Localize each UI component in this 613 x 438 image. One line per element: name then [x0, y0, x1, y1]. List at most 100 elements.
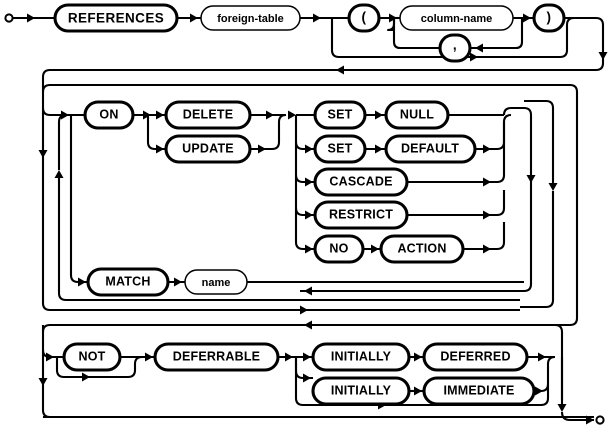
line-bypass-join-up	[559, 49, 569, 59]
arrow-icon	[375, 144, 383, 154]
terminal-cascade-label: CASCADE	[329, 174, 392, 188]
arrow-icon	[266, 110, 274, 120]
arrow-icon	[82, 372, 90, 382]
terminal-rparen-label: )	[547, 10, 552, 25]
terminal-comma-label: ,	[453, 38, 457, 53]
arrow-icon	[300, 305, 308, 315]
arrow-icon	[598, 52, 608, 60]
line-wrap-left-down	[41, 68, 332, 85]
line-paren-group-bypass	[330, 18, 560, 59]
arrow-icon	[526, 175, 536, 183]
terminal-lparen-label: (	[362, 10, 367, 25]
terminal-initially2-label: INITIALLY	[331, 383, 392, 397]
arrow-icon	[258, 144, 266, 154]
terminal-initially1-label: INITIALLY	[331, 349, 392, 363]
arrow-icon	[483, 244, 491, 254]
terminal-restrict-label: RESTRICT	[329, 207, 393, 221]
line-to-set-default	[294, 141, 315, 151]
arrow-icon	[523, 13, 531, 23]
line-block2-entry-to-on	[41, 107, 85, 117]
line-on-group-exit	[300, 106, 533, 293]
row-references: REFERENCES foreign-table ( column-name	[4, 3, 608, 85]
block-deferrable: NOT DEFERRABLE INITIALLY DEFERRED	[38, 323, 605, 425]
arrow-icon	[156, 110, 164, 120]
terminal-no-label: NO	[329, 241, 348, 255]
line-initially-bypass	[294, 357, 498, 407]
nonterminal-foreign-table-label: foreign-table	[217, 13, 284, 25]
arrow-icon	[190, 13, 198, 23]
line-not-bypass	[55, 355, 143, 379]
arrow-icon	[483, 144, 491, 154]
arrow-icon	[305, 177, 313, 187]
line-block2-outer-bottom	[41, 85, 520, 312]
terminal-set2-label: SET	[328, 141, 353, 155]
arrow-icon	[46, 352, 54, 362]
arrow-icon	[475, 43, 483, 53]
terminal-delete-label: DELETE	[183, 107, 234, 121]
line-block2-loopback-bottom	[57, 178, 520, 302]
arrow-icon	[304, 286, 312, 296]
line-immediate-merge	[534, 355, 556, 393]
terminal-immediate-label: IMMEDIATE	[443, 383, 514, 397]
arrow-icon	[305, 210, 313, 220]
terminal-action-label: ACTION	[397, 241, 446, 255]
arrow-icon	[303, 373, 311, 383]
arrow-icon	[285, 352, 293, 362]
line-to-cascade	[294, 174, 315, 184]
line-loop-left-down-2	[392, 18, 440, 50]
terminal-update-label: UPDATE	[182, 141, 234, 155]
line-block2-repeat-top	[524, 99, 555, 109]
arrow-icon	[371, 244, 379, 254]
arrow-icon	[288, 110, 296, 120]
line-final-exit	[560, 411, 594, 422]
line-loop-right-down	[470, 18, 524, 50]
arrow-icon	[548, 183, 558, 191]
terminal-set1-label: SET	[328, 107, 353, 121]
line-bypass-join-up-2	[565, 16, 575, 50]
terminal-deferred-label: DEFERRED	[440, 349, 510, 363]
arrow-icon	[156, 144, 164, 154]
arrow-icon	[305, 144, 313, 154]
arrow-icon	[313, 13, 321, 23]
terminal-not-label: NOT	[79, 349, 106, 363]
nonterminal-name-label: name	[202, 277, 231, 289]
arrow-icon	[483, 177, 491, 187]
arrow-icon	[483, 210, 491, 220]
line-update-merge	[250, 113, 287, 151]
line-block2-repeat-bottom	[520, 191, 555, 309]
arrow-icon	[557, 404, 567, 412]
end-marker-icon	[595, 415, 605, 425]
arrow-icon	[303, 352, 311, 362]
line-branch-to-update	[146, 115, 166, 151]
terminal-default-label: DEFAULT	[401, 141, 459, 155]
arrow-icon	[586, 415, 594, 425]
terminal-match-label: MATCH	[105, 274, 150, 288]
terminal-comma[interactable]	[438, 33, 472, 63]
arrow-icon	[38, 150, 48, 158]
line-restrict-merge	[407, 190, 506, 217]
arrow-icon	[538, 352, 546, 362]
terminal-null-label: NULL	[400, 107, 434, 121]
line-block2-frame	[41, 83, 579, 327]
line-block2-loopback-top	[57, 113, 71, 123]
line-to-match-branch	[69, 115, 88, 284]
start-marker-icon	[4, 13, 14, 23]
line-cascade-merge	[407, 122, 506, 184]
terminal-deferrable-label: DEFERRABLE	[173, 349, 260, 363]
arrow-icon	[470, 52, 478, 62]
arrow-icon	[174, 277, 182, 287]
arrow-icon	[414, 386, 422, 396]
arrow-icon	[78, 277, 86, 287]
terminal-references-label: REFERENCES	[68, 11, 164, 26]
arrow-icon	[375, 110, 383, 120]
line-action-merge	[463, 222, 506, 251]
arrow-icon	[535, 386, 543, 396]
line-to-restrict	[294, 207, 315, 217]
nonterminal-column-name-label: column-name	[421, 13, 493, 25]
arrow-icon	[145, 352, 153, 362]
arrow-icon	[27, 13, 35, 23]
arrow-icon	[305, 244, 313, 254]
line-bypass-merge	[498, 384, 550, 407]
